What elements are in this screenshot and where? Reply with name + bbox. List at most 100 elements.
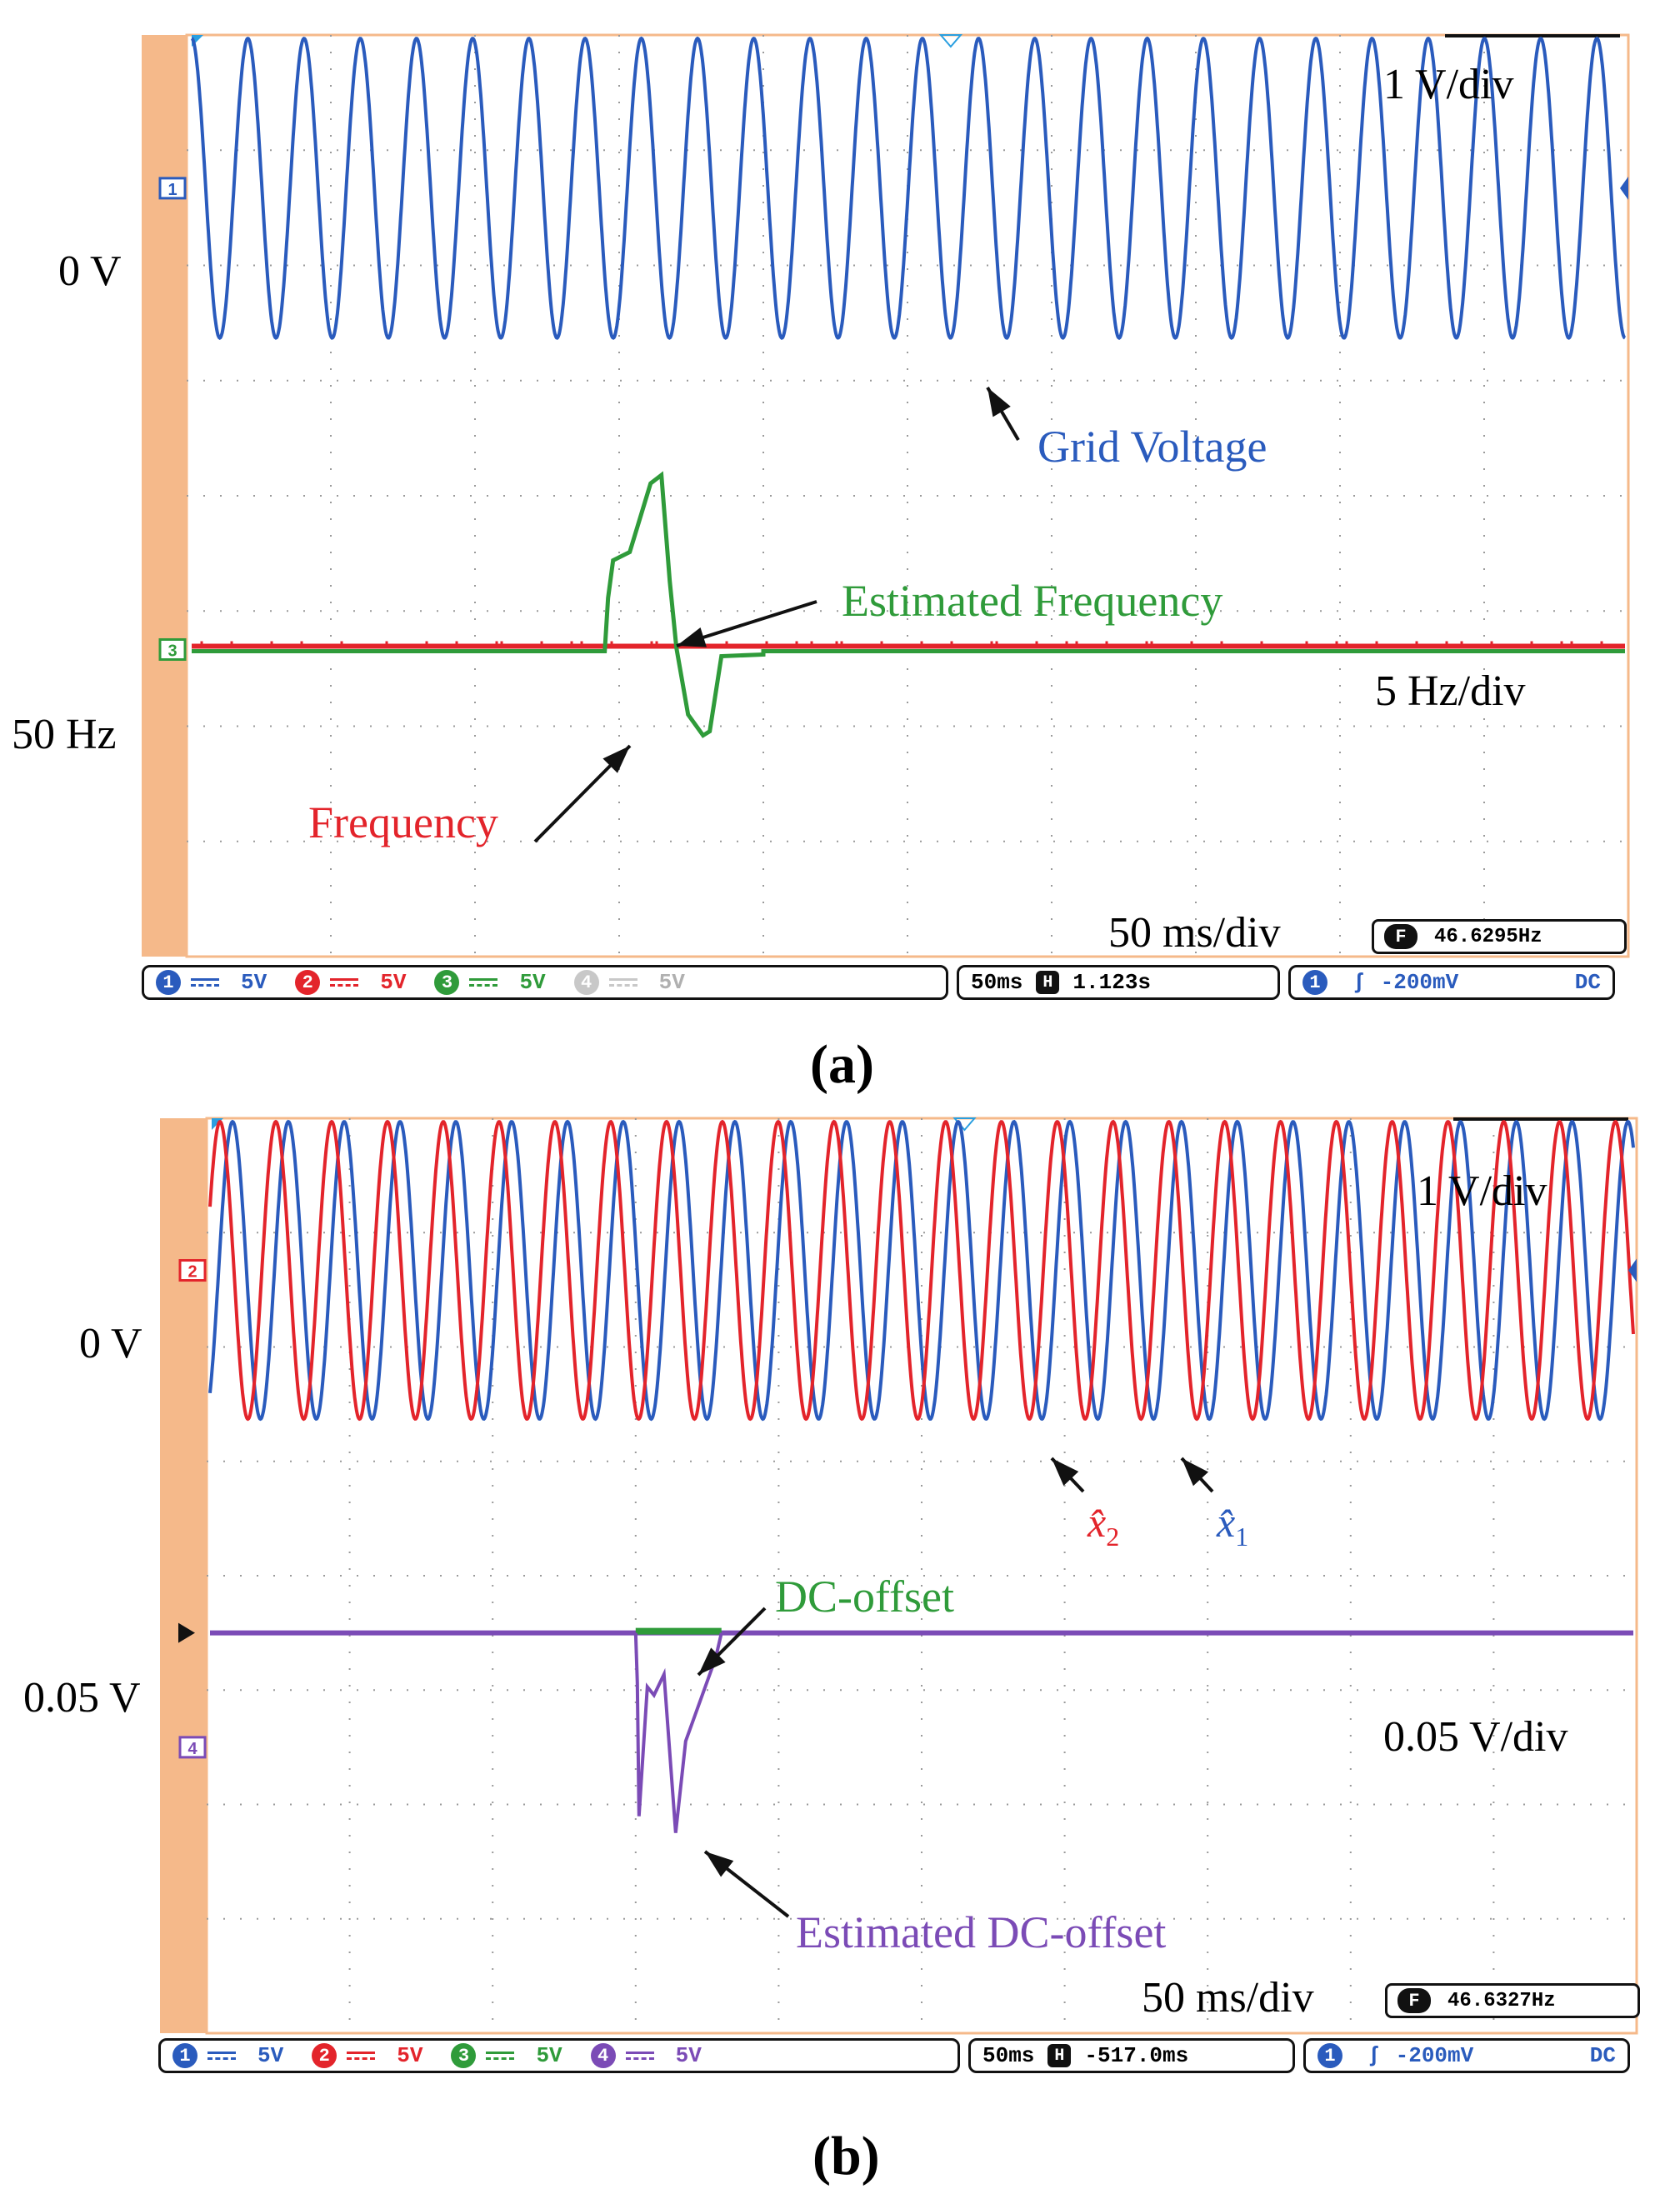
dc-coupling-icon — [486, 2052, 515, 2060]
delay-value: 1.123s — [1072, 970, 1152, 995]
arrow-grid-voltage-head — [988, 387, 1011, 417]
frequency-badge-a: F — [1384, 924, 1418, 949]
ch1-setting-b[interactable]: 1 5V — [172, 2043, 283, 2068]
ch3-badge: 3 — [451, 2043, 477, 2068]
channel-4-marker — [178, 1736, 207, 1759]
rising-edge-icon: ʃ — [1368, 2043, 1381, 2068]
annotation-x2: x̂2 — [1088, 1498, 1119, 1552]
dc-coupling-icon — [608, 978, 638, 987]
dc-coupling-icon — [347, 2052, 376, 2060]
arrow-estimated-frequency-head — [677, 627, 707, 647]
ch4-volt: 5V — [675, 2043, 702, 2068]
caption-a: (a) — [810, 1033, 874, 1097]
ch3-setting-a[interactable]: 3 5V — [434, 970, 546, 995]
channel-4-marker-label: 4 — [188, 1740, 198, 1758]
frequency-badge-b: F — [1398, 1988, 1431, 2013]
annotation-grid-voltage: Grid Voltage — [1038, 422, 1268, 472]
caption-b: (b) — [812, 2125, 880, 2188]
timebase-b[interactable]: 50ms H -517.0ms — [968, 2038, 1295, 2073]
time-scale-a: 50 ms/div — [1108, 909, 1281, 957]
channel-1-trigger-level — [1628, 1258, 1637, 1282]
channel-settings-b[interactable]: 1 5V 2 5V 3 5V 4 5V — [158, 2038, 960, 2073]
scale-mid-b: 0.05 V/div — [1383, 1713, 1568, 1761]
channel-2-marker-label: 2 — [188, 1263, 197, 1282]
caption-b-text: (b) — [812, 2126, 880, 2187]
horizontal-icon: H — [1036, 971, 1060, 994]
series-frequency-noise — [200, 641, 1603, 647]
ch2-badge: 2 — [295, 970, 321, 995]
ch1-setting-a[interactable]: 1 5V — [156, 970, 267, 995]
ch2-setting-b[interactable]: 2 5V — [312, 2043, 422, 2068]
trigger-channel: 1 — [1318, 2043, 1342, 2068]
ch2-volt: 5V — [380, 970, 407, 995]
timebase-a[interactable]: 50ms H 1.123s — [957, 965, 1280, 1000]
label-0v-b: 0 V — [79, 1320, 142, 1367]
caption-a-text: (a) — [810, 1034, 874, 1095]
ch4-volt: 5V — [658, 970, 685, 995]
series-x1 — [208, 1119, 1635, 1422]
trigger-a[interactable]: 1 ʃ -200mV DC — [1288, 965, 1615, 1000]
horizontal-icon: H — [1048, 2044, 1072, 2067]
channel-1-trigger-level — [1620, 176, 1628, 200]
x1-subscript: 1 — [1235, 1522, 1249, 1552]
annotation-estimated-frequency: Estimated Frequency — [842, 576, 1223, 626]
arrow-dc-offset-head — [698, 1647, 726, 1675]
timebase-value: 50ms — [971, 970, 1023, 995]
ch2-volt: 5V — [397, 2043, 423, 2068]
scope-sidebar — [160, 1118, 207, 2033]
annotation-frequency: Frequency — [308, 797, 498, 847]
ch3-setting-b[interactable]: 3 5V — [451, 2043, 562, 2068]
annotation-dc-offset: DC-offset — [775, 1572, 954, 1622]
dc-coupling-icon — [191, 978, 219, 987]
channel-2-marker — [178, 1259, 207, 1282]
arrow-frequency-head — [602, 746, 630, 773]
x2-subscript: 2 — [1106, 1522, 1120, 1552]
channel-settings-a[interactable]: 1 5V 2 5V 3 5V 4 5V — [142, 965, 948, 1000]
trigger-level: -200mV — [1395, 2043, 1474, 2068]
ch1-badge: 1 — [172, 2043, 198, 2068]
annotation-estimated-dc-offset: Estimated DC-offset — [796, 1907, 1167, 1957]
status-bar-b: 1 5V 2 5V 3 5V 4 5V 50ms H -517 — [158, 2037, 1630, 2075]
series-grid-voltage — [190, 36, 1627, 340]
channel-3-marker — [158, 637, 187, 661]
arrow-estimated-dc-offset-head — [705, 1852, 734, 1877]
ch3-badge: 3 — [434, 970, 460, 995]
ch2-setting-a[interactable]: 2 5V — [295, 970, 406, 995]
ch4-setting-a[interactable]: 4 5V — [573, 970, 685, 995]
frequency-readout-a: F 46.6295Hz — [1372, 919, 1627, 954]
trigger-b[interactable]: 1 ʃ -200mV DC — [1303, 2038, 1630, 2073]
ch1-volt: 5V — [241, 970, 268, 995]
timebase-value: 50ms — [982, 2043, 1035, 2068]
dc-coupling-icon — [625, 2052, 654, 2060]
frequency-value-b: 46.6327Hz — [1448, 1989, 1556, 2012]
label-50hz-a: 50 Hz — [12, 711, 117, 758]
ch4-badge: 4 — [590, 2043, 616, 2068]
scale-top-b: 1 V/div — [1417, 1167, 1548, 1215]
frequency-readout-b: F 46.6327Hz — [1385, 1983, 1640, 2018]
rising-edge-icon: ʃ — [1352, 970, 1366, 995]
trigger-coupling: DC — [1589, 2043, 1616, 2068]
ch4-setting-b[interactable]: 4 5V — [590, 2043, 702, 2068]
ch3-volt: 5V — [536, 2043, 562, 2068]
scope-b-svg: 24 — [160, 1117, 1638, 2035]
scale-top-a: 1 V/div — [1383, 61, 1514, 108]
dc-coupling-icon — [208, 2052, 236, 2060]
trigger-coupling: DC — [1574, 970, 1601, 995]
x1-symbol: x̂ — [1217, 1499, 1236, 1546]
label-005v-b: 0.05 V — [23, 1674, 141, 1722]
series-x2 — [208, 1119, 1635, 1422]
trigger-level: -200mV — [1380, 970, 1459, 995]
series-estimated-frequency — [192, 471, 1625, 738]
offset-reference-icon — [178, 1622, 195, 1643]
scope-a-svg: 13 — [142, 33, 1630, 958]
status-bar-a: 1 5V 2 5V 3 5V 4 5V 50ms H 1.12 — [142, 963, 1615, 1002]
ch4-badge: 4 — [573, 970, 599, 995]
frequency-value-a: 46.6295Hz — [1434, 925, 1542, 948]
delay-value: -517.0ms — [1084, 2043, 1189, 2068]
arrow-x1-head — [1182, 1458, 1209, 1487]
ch2-badge: 2 — [312, 2043, 338, 2068]
x2-symbol: x̂ — [1088, 1499, 1107, 1546]
annotation-x1: x̂1 — [1217, 1498, 1248, 1552]
